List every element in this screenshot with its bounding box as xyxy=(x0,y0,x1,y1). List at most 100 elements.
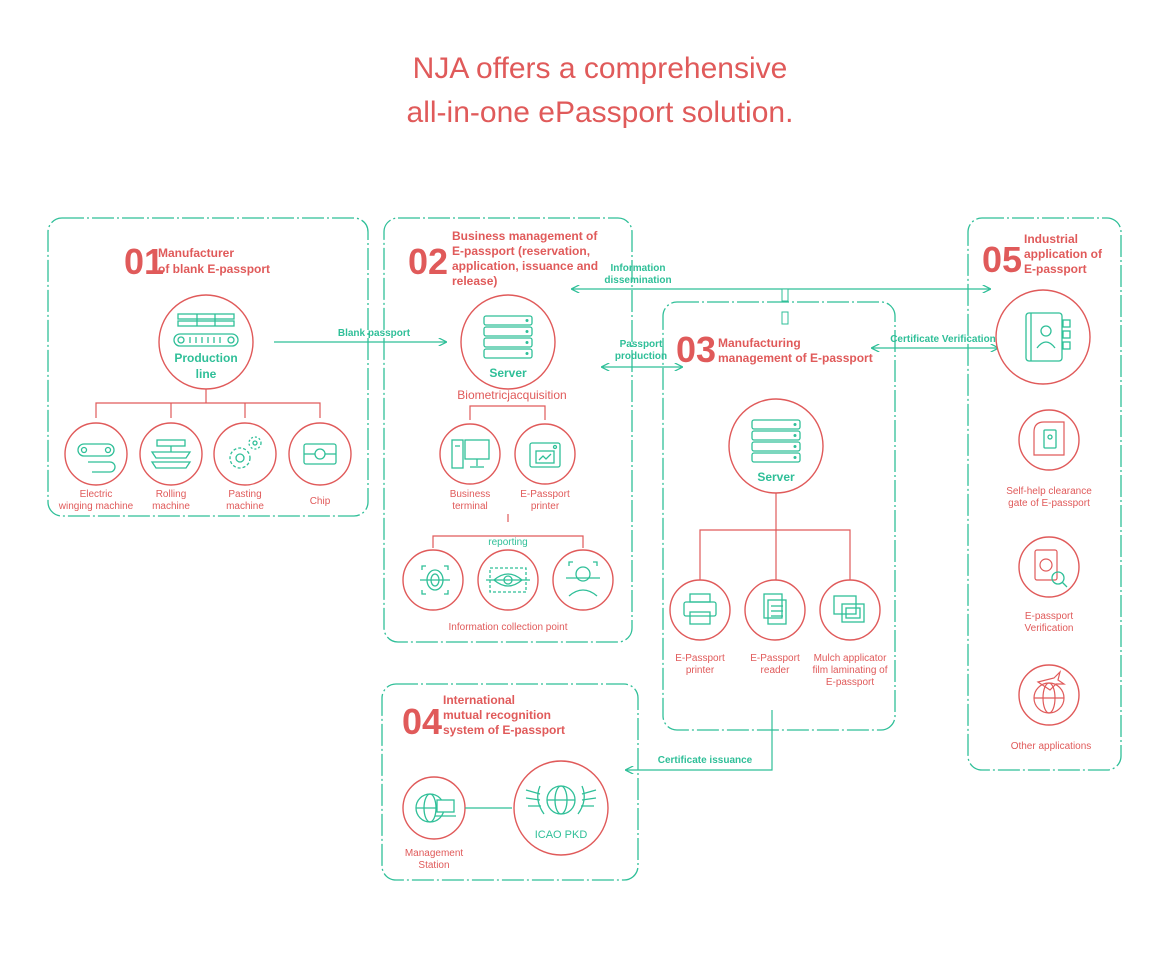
gears-icon xyxy=(229,436,262,469)
server-label: Server xyxy=(489,366,527,380)
section-04-number: 04 xyxy=(402,701,442,742)
biometric-acquisition-label: Biometricjacquisition xyxy=(457,388,566,402)
production-line-label-1: Production xyxy=(174,351,237,365)
roller-icon xyxy=(150,439,192,469)
section-02-heading-1: Business management of xyxy=(452,229,598,243)
laminator-label-2: film laminating of xyxy=(812,665,887,676)
cert-verification-label: Certificate Verification xyxy=(890,334,996,345)
info-dissemination-label-1: Information xyxy=(611,263,666,274)
section-04-box xyxy=(381,683,639,881)
section-03-heading-2: management of E-passport xyxy=(718,351,873,365)
connector-joint xyxy=(781,288,789,302)
section-03-box xyxy=(662,301,896,731)
laminator-label-3: E-passport xyxy=(826,677,875,688)
section-03-heading-1: Manufacturing xyxy=(718,336,801,350)
pasting-machine-node xyxy=(213,422,277,486)
section-02-number: 02 xyxy=(408,241,448,282)
info-dissemination-label-2: dissemination xyxy=(604,275,671,286)
section-02-heading-3: application, issuance and xyxy=(452,259,598,273)
pasting-machine-label-2: machine xyxy=(226,501,264,512)
e-passport-verification-node xyxy=(1018,536,1080,598)
section-05-number: 05 xyxy=(982,239,1022,280)
electric-winging-machine-node xyxy=(64,422,128,486)
face-scan-node xyxy=(552,549,614,611)
passport-production-label-2: production xyxy=(615,351,667,362)
rolling-machine-node xyxy=(139,422,203,486)
e-passport-printer-label-2: printer xyxy=(686,665,715,676)
section-02-box xyxy=(383,217,633,643)
connectors: Blank passport Information dissemination… xyxy=(274,263,998,770)
laminator-label-1: Mulch applicator xyxy=(814,653,887,664)
verification-icon xyxy=(1034,549,1068,588)
self-help-gate-label-2: gate of E-passport xyxy=(1008,498,1090,509)
reporting-label: reporting xyxy=(488,537,527,548)
section-01-heading-2: of blank E-passport xyxy=(158,262,270,276)
conveyor-icon xyxy=(77,443,116,473)
e-passport-printer-node xyxy=(514,423,576,485)
section-04-heading-1: International xyxy=(443,693,515,707)
management-station-label-1: Management xyxy=(405,848,464,859)
icao-pkd-node xyxy=(513,760,609,856)
chip-node xyxy=(288,422,352,486)
e-passport-verification-label-2: Verification xyxy=(1025,623,1074,634)
rolling-machine-label-1: Rolling xyxy=(156,489,187,500)
globe-plane-icon xyxy=(1033,670,1066,714)
section-02-heading-2: E-passport (reservation, xyxy=(452,244,590,258)
section-04: 04 International mutual recognition syst… xyxy=(402,693,609,871)
iris-scan-icon xyxy=(486,567,530,593)
blank-passport-label: Blank passport xyxy=(338,328,411,339)
icao-pkd-label: ICAO PKD xyxy=(535,829,588,841)
pasting-machine-label-1: Pasting xyxy=(228,489,261,500)
other-applications-node xyxy=(1018,664,1080,726)
section-01: 01 Manufacturer of blank E-passport Prod… xyxy=(58,241,352,512)
connector-joint xyxy=(781,311,789,325)
section-01-number: 01 xyxy=(124,241,164,282)
globe-computer-icon xyxy=(415,793,456,823)
rolling-machine-label-2: machine xyxy=(152,501,190,512)
e-passport-reader-label-1: E-Passport xyxy=(750,653,800,664)
e-passport-verification-label-1: E-passport xyxy=(1025,611,1074,622)
business-terminal-label-2: terminal xyxy=(452,501,488,512)
cert-issuance-label: Certificate issuance xyxy=(658,755,753,766)
e-passport-printer-label-1: E-Passport xyxy=(520,489,570,500)
gate-icon xyxy=(1033,421,1065,456)
server-icon xyxy=(483,315,533,359)
computer-icon xyxy=(451,439,490,469)
self-help-gate-label-1: Self-help clearance xyxy=(1006,486,1092,497)
passport-book-icon xyxy=(1025,312,1071,362)
laminator-icon xyxy=(833,595,865,623)
section-05: 05 Industrial application of E-passport … xyxy=(982,232,1103,752)
cert-issuance-arrow xyxy=(626,710,773,770)
face-scan-icon xyxy=(566,561,600,597)
industrial-application-node xyxy=(995,289,1091,385)
passport-production-label-1: Passport xyxy=(620,339,663,350)
self-help-gate-node xyxy=(1018,409,1080,471)
icao-emblem-icon xyxy=(525,785,597,815)
section-04-heading-3: system of E-passport xyxy=(443,723,565,737)
e-passport-printer-label-1: E-Passport xyxy=(675,653,725,664)
printer-icon xyxy=(683,593,717,625)
section-05-box xyxy=(967,217,1122,771)
section-03: 03 Manufacturing management of E-passpor… xyxy=(669,329,888,688)
section-05-heading-1: Industrial xyxy=(1024,232,1078,246)
section-02: 02 Business management of E-passport (re… xyxy=(402,229,614,633)
production-line-label-2: line xyxy=(196,367,217,381)
e-passport-printer-label-2: printer xyxy=(531,501,560,512)
printer-icon xyxy=(529,442,561,468)
management-station-label-2: Station xyxy=(418,860,449,871)
laminator-node xyxy=(819,579,881,641)
fingerprint-icon xyxy=(420,565,450,595)
server-icon xyxy=(751,419,801,463)
other-applications-label: Other applications xyxy=(1011,741,1092,752)
title-line-2: all-in-one ePassport solution. xyxy=(407,96,794,129)
electric-winging-machine-label-2: winging machine xyxy=(58,501,134,512)
section-05-heading-2: application of xyxy=(1024,247,1103,261)
reader-icon xyxy=(763,593,787,625)
business-terminal-label-1: Business xyxy=(450,489,491,500)
title-line-1: NJA offers a comprehensive xyxy=(413,52,788,85)
section-01-heading-1: Manufacturer xyxy=(158,246,234,260)
section-04-heading-2: mutual recognition xyxy=(443,708,551,722)
section-01-box xyxy=(47,217,369,517)
section-05-heading-3: E-passport xyxy=(1024,262,1087,276)
server-label: Server xyxy=(757,470,795,484)
